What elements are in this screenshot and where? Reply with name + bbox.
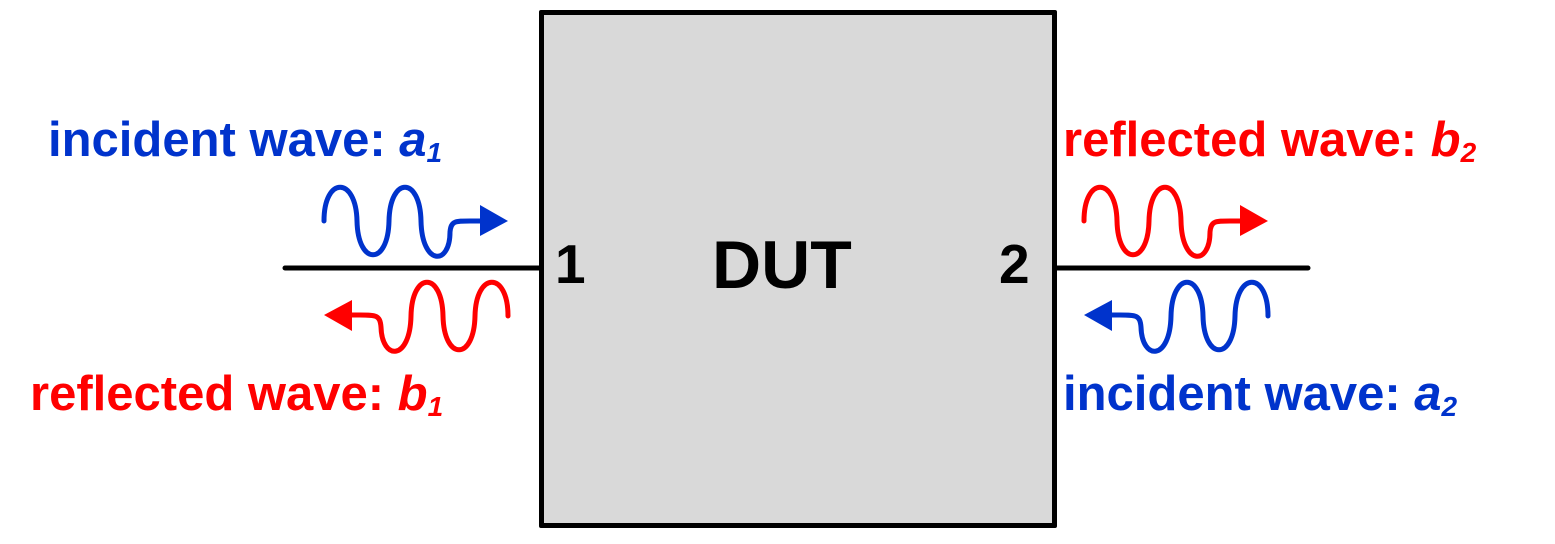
wave-symbol: b	[1430, 113, 1461, 167]
label-prefix: reflected wave:	[1063, 113, 1431, 167]
label-prefix: incident wave:	[1063, 367, 1415, 421]
wave-arrow-left-icon	[324, 279, 511, 354]
wave-symbol: b	[397, 367, 428, 421]
incident-wave-a2-label: incident wave: a2	[1063, 370, 1457, 421]
wave-subscript: 2	[1441, 391, 1458, 422]
port1-label: 1	[555, 233, 586, 295]
reflected-wave-b1-label: reflected wave: b1	[30, 370, 443, 421]
wave-subscript: 1	[427, 391, 444, 422]
reflected-wave-b2-label: reflected wave: b2	[1063, 116, 1476, 167]
port2-label: 2	[999, 233, 1030, 295]
wave-symbol: a	[1414, 367, 1442, 421]
wave-arrow-left-icon	[1084, 279, 1271, 354]
incident-wave-a1-label: incident wave: a1	[48, 116, 442, 167]
wave-arrow-right-icon	[1081, 184, 1268, 259]
dut-label: DUT	[712, 227, 852, 303]
label-prefix: reflected wave:	[30, 367, 398, 421]
wave-symbol: a	[399, 113, 427, 167]
wave-subscript: 1	[426, 137, 443, 168]
wave-subscript: 2	[1460, 137, 1477, 168]
wave-arrow-right-icon	[321, 184, 508, 259]
dut-box: 1 DUT 2	[539, 10, 1057, 528]
label-prefix: incident wave:	[48, 113, 400, 167]
